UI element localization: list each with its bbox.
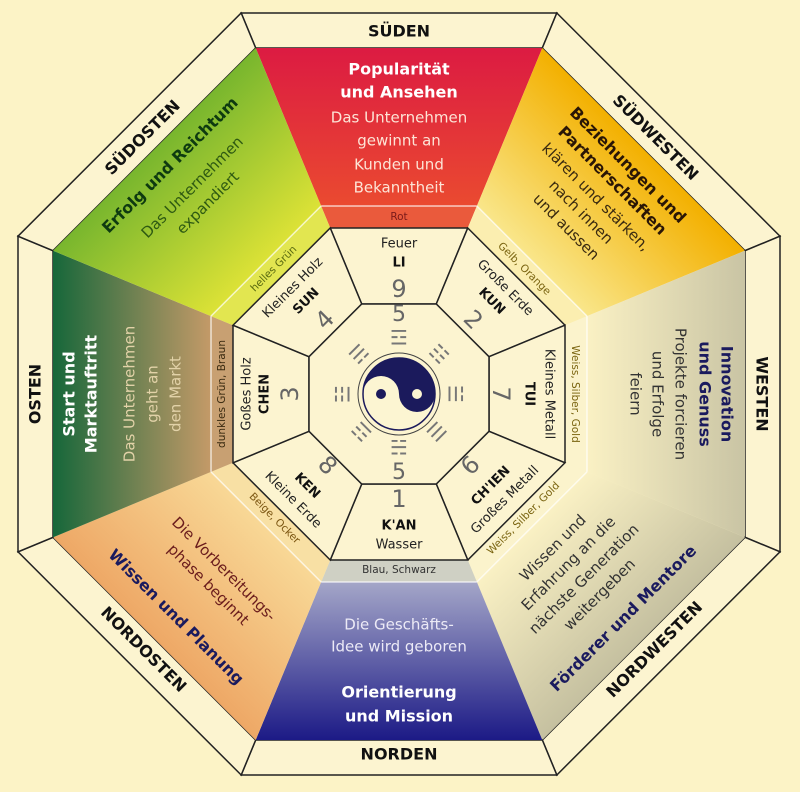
sector-title: Marktauftritt	[82, 334, 101, 453]
color-band	[211, 462, 331, 582]
area-fill	[53, 471, 322, 740]
area-fill	[587, 250, 745, 538]
trigram-element: Wasser	[376, 538, 424, 553]
sector-shape-south	[240, 12, 558, 305]
sector-text: Kunden und	[354, 156, 444, 174]
color-label: Blau, Schwarz	[362, 564, 436, 576]
sector-text: Die Geschäfts-	[344, 616, 453, 634]
sector-shape-northwest	[435, 430, 782, 777]
sector-text: Idee wird geboren	[331, 638, 467, 656]
sector-text: und Erfolge	[649, 351, 667, 437]
trigram-element: Kleines Metall	[542, 349, 557, 439]
trigram-number: 7	[487, 386, 515, 401]
sector-text: Projekte forcieren	[672, 328, 690, 460]
color-band	[321, 560, 477, 582]
center-number-top: 5	[392, 302, 406, 327]
sector-shape-west	[488, 235, 781, 553]
trigram-number: 3	[276, 386, 304, 401]
color-band	[467, 206, 587, 326]
area-fill	[476, 48, 745, 317]
color-label: Weiss, Silber, Gold	[569, 345, 581, 443]
sector-shape-east	[17, 235, 310, 553]
sector-text: gewinnt an	[357, 132, 441, 150]
sector-shape-north	[240, 483, 558, 776]
sector-shape-southeast	[16, 11, 363, 358]
sector-text: den Markt	[167, 356, 185, 432]
area-fill	[255, 582, 543, 740]
band-divider	[476, 471, 588, 583]
sector-east: OSTEN Start und Marktauftritt Das Untern…	[26, 326, 355, 462]
trigram-number: 1	[391, 485, 406, 513]
yin-yang-icon	[357, 352, 441, 436]
sector-text: geht an	[144, 365, 162, 423]
band-divider	[210, 471, 322, 583]
trigram-number: 9	[391, 275, 406, 303]
sector-title: Orientierung	[341, 683, 456, 702]
color-band	[565, 316, 587, 472]
sector-text: feiern	[627, 372, 645, 415]
color-band	[467, 462, 587, 582]
color-band	[211, 316, 233, 472]
trigram-element: Feuer	[381, 237, 418, 252]
sector-title: und Ansehen	[340, 83, 458, 102]
trigram-element: Goßes Holz	[240, 357, 255, 430]
color-band	[321, 206, 477, 228]
trigram-name: LI	[392, 256, 405, 271]
color-band	[211, 206, 331, 326]
band-divider	[210, 205, 322, 317]
direction-label-east: OSTEN	[26, 364, 45, 424]
area-fill	[255, 48, 543, 206]
sector-text: Das Unternehmen	[121, 326, 139, 462]
trigram-name: TUI	[522, 382, 537, 406]
center: 5 5	[357, 302, 441, 485]
trigram-symbol-icon: ☵	[390, 436, 408, 460]
yang-dot	[412, 389, 422, 399]
sector-south: SÜDEN Popularität und Ansehen Das Untern…	[331, 22, 467, 350]
yin-yang-ring	[357, 352, 441, 436]
area-fill	[476, 471, 745, 740]
sector-title: Start und	[60, 351, 79, 436]
trigram-symbol-icon: ☳	[331, 385, 355, 403]
sector-title: und Genuss	[696, 341, 715, 447]
sector-north: ☵ 1 K'AN Wasser Blau, Schwarz Die Geschä…	[331, 436, 467, 764]
trigram-symbol-icon: ☱	[444, 385, 468, 403]
trigram-symbol-icon: ☲	[390, 326, 408, 350]
center-number-bottom: 5	[392, 460, 406, 485]
color-label: Rot	[390, 211, 407, 223]
sector-shapes	[16, 11, 782, 777]
sector-title: und Mission	[345, 707, 453, 726]
sector-title: Innovation	[718, 346, 737, 442]
direction-label-north: NORDEN	[361, 745, 438, 764]
sector-title: Popularität	[348, 60, 450, 79]
area-fill	[53, 250, 211, 538]
sector-text: Das Unternehmen	[331, 109, 467, 127]
sector-west: WESTEN Innovation und Genuss Projekte fo…	[444, 328, 772, 460]
area-fill	[53, 48, 322, 317]
sector-shape-northeast	[16, 430, 363, 777]
trigram-name: CHEN	[258, 374, 273, 414]
yin-dot	[376, 389, 386, 399]
trigram-name: K'AN	[382, 519, 417, 534]
color-label: dunkles Grün, Braun	[216, 340, 228, 448]
band-divider	[476, 205, 588, 317]
sector-text: Bekanntheit	[354, 179, 445, 197]
direction-label-south: SÜDEN	[368, 22, 430, 41]
direction-label-west: WESTEN	[753, 356, 772, 431]
